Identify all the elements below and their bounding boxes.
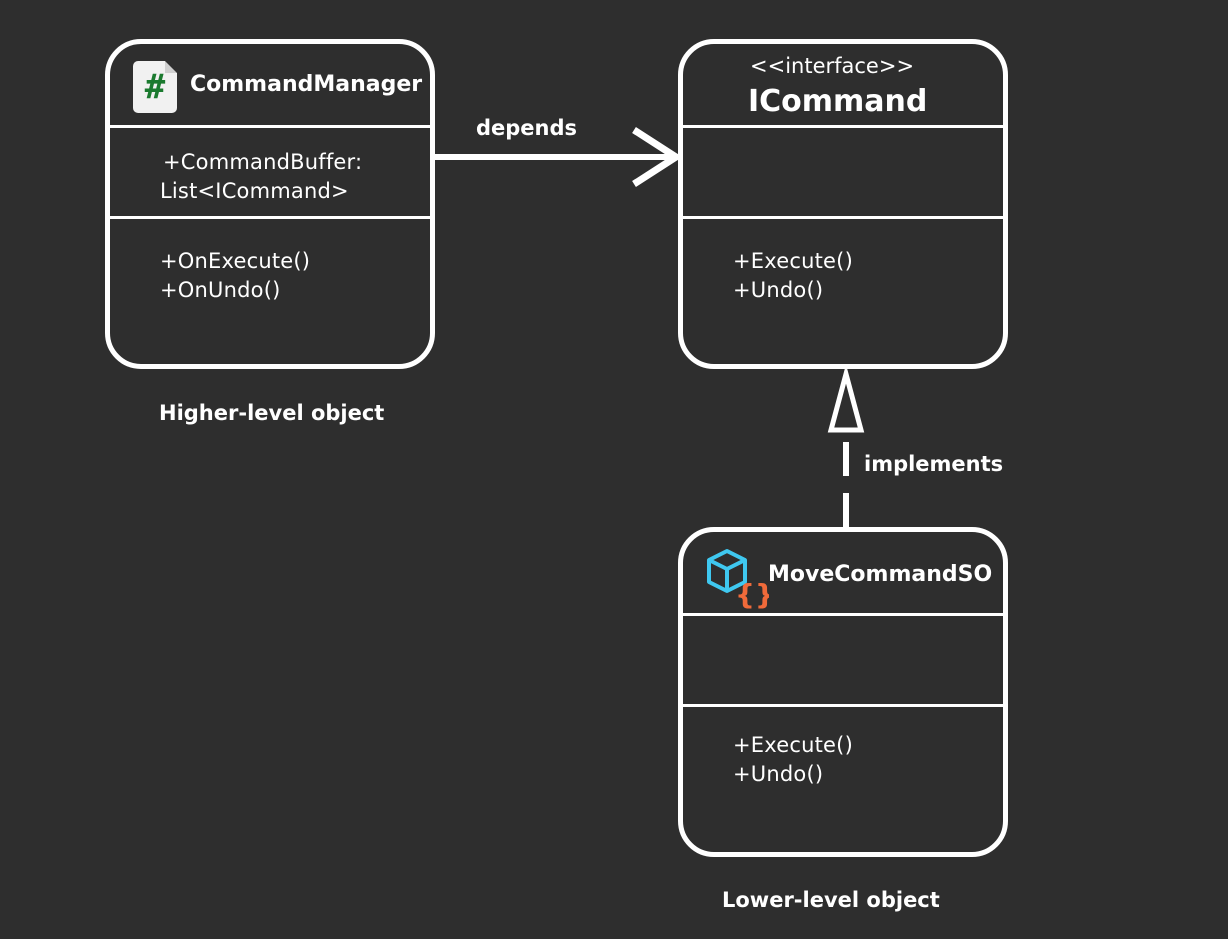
command-manager-attributes: +CommandBuffer: List<ICommand>: [110, 128, 430, 216]
move-command-so-title: MoveCommandSO: [768, 562, 993, 587]
method-line: +Undo(): [733, 762, 824, 786]
higher-level-caption: Higher-level object: [159, 401, 385, 425]
implements-arrow: [827, 364, 865, 527]
method-line: +Execute(): [733, 249, 853, 273]
divider: [110, 216, 430, 219]
icommand-header: <<interface>> ICommand: [683, 44, 1003, 128]
method-line: +Execute(): [733, 733, 853, 757]
divider: [683, 125, 1003, 128]
command-manager-header: # CommandManager: [110, 44, 430, 128]
csharp-file-icon: #: [133, 61, 177, 113]
icommand-methods: +Execute() +Undo(): [683, 219, 1003, 364]
divider: [683, 704, 1003, 707]
attribute-line: +CommandBuffer:: [163, 150, 363, 174]
command-manager-class[interactable]: # CommandManager +CommandBuffer: List<IC…: [105, 39, 435, 369]
command-manager-title: CommandManager: [190, 72, 423, 97]
divider: [683, 613, 1003, 616]
cube-icon: [707, 549, 747, 593]
implements-label: implements: [864, 452, 1004, 476]
move-command-so-attributes: [683, 616, 1003, 704]
divider: [110, 125, 430, 128]
method-line: +OnExecute(): [160, 249, 311, 273]
depends-label: depends: [476, 116, 578, 140]
scriptable-object-icon: {}: [707, 549, 769, 610]
move-command-so-header: {} MoveCommandSO: [683, 532, 1003, 616]
interface-stereotype: <<interface>>: [750, 54, 915, 78]
move-command-so-methods: +Execute() +Undo(): [683, 707, 1003, 852]
depends-arrow: [434, 127, 683, 187]
lower-level-caption: Lower-level object: [722, 888, 940, 912]
attribute-line: List<ICommand>: [160, 179, 349, 203]
icommand-attributes: [683, 128, 1003, 216]
braces-icon: {}: [735, 578, 769, 610]
icommand-title: ICommand: [748, 84, 928, 119]
method-line: +OnUndo(): [160, 278, 281, 302]
method-line: +Undo(): [733, 278, 824, 302]
csharp-glyph: #: [144, 67, 166, 107]
move-command-so-class[interactable]: {} MoveCommandSO +Execute() +Undo(): [678, 527, 1008, 857]
divider: [683, 216, 1003, 219]
command-manager-methods: +OnExecute() +OnUndo(): [110, 219, 430, 364]
icommand-interface[interactable]: <<interface>> ICommand +Execute() +Undo(…: [678, 39, 1008, 369]
